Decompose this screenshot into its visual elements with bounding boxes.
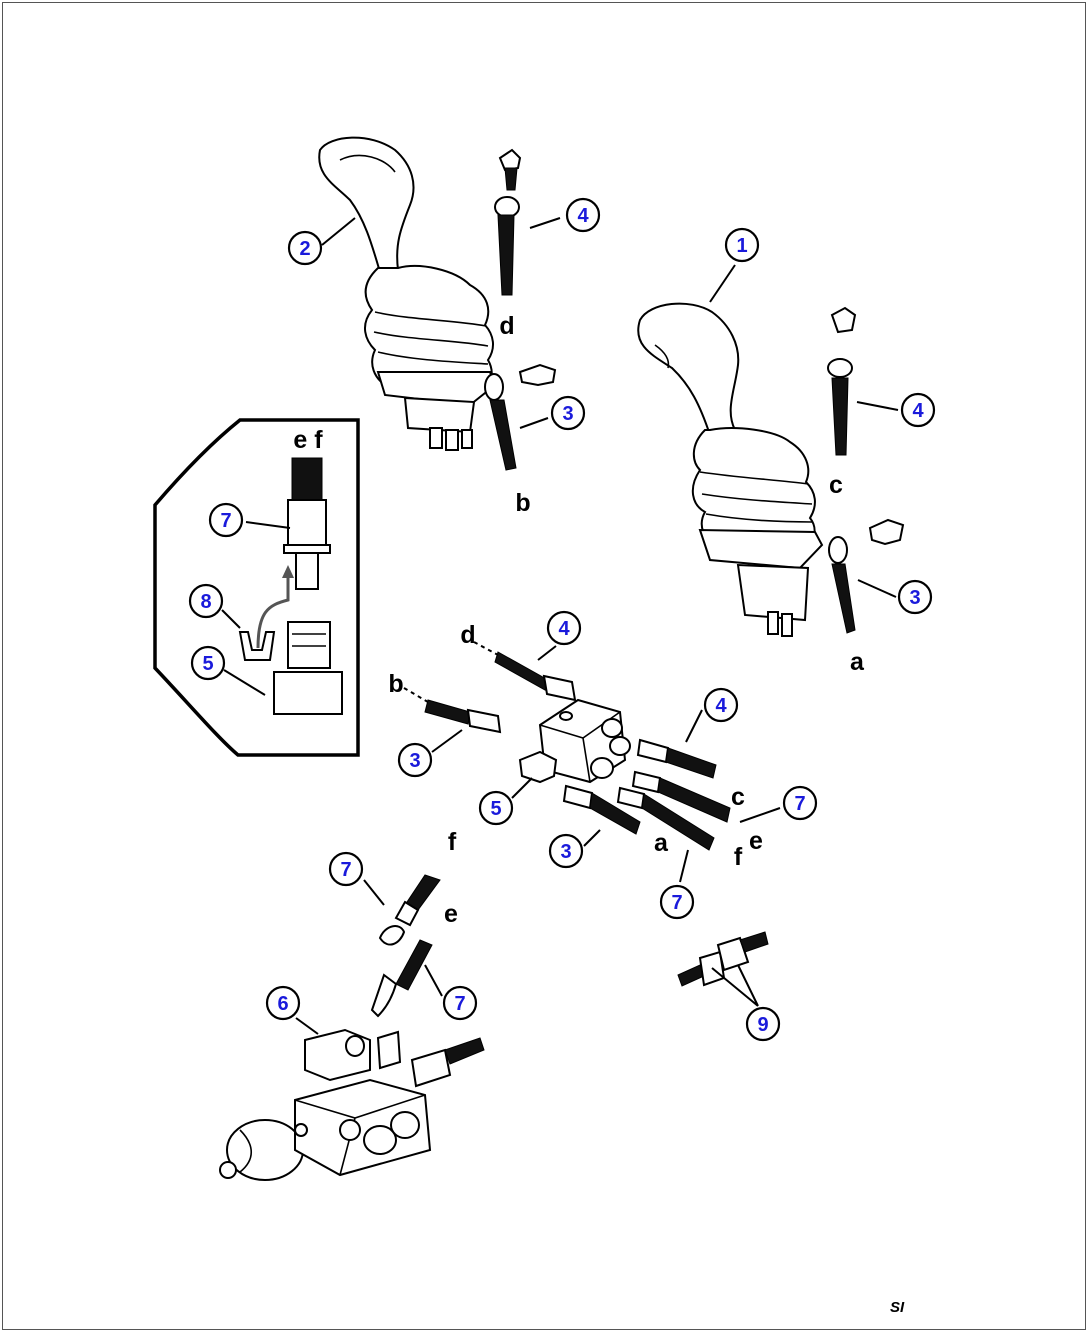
- left-hose-b: [484, 363, 557, 471]
- svg-text:8: 8: [200, 591, 211, 613]
- port-label: f: [448, 828, 457, 856]
- item-9-connectors: [677, 931, 769, 987]
- port-label: d: [460, 621, 475, 649]
- svg-text:7: 7: [340, 859, 351, 881]
- lower-hoses-e-f: [370, 874, 441, 1018]
- callout-3: 3: [897, 579, 933, 615]
- callout-6: 6: [265, 985, 301, 1021]
- svg-text:4: 4: [577, 205, 589, 227]
- svg-text:7: 7: [220, 510, 231, 532]
- callout-3: 3: [397, 742, 433, 778]
- port-label: c: [731, 783, 745, 811]
- callout-5: 5: [478, 790, 514, 826]
- port-label: e f: [293, 426, 323, 454]
- callout-7: 7: [328, 851, 364, 887]
- port-label: f: [734, 843, 743, 871]
- svg-text:3: 3: [562, 403, 573, 425]
- callout-5: 5: [190, 645, 226, 681]
- callout-7: 7: [208, 502, 244, 538]
- svg-text:7: 7: [794, 793, 805, 815]
- upper-banjo-bolt-set: [494, 148, 522, 296]
- lower-valve-assembly: [219, 1028, 485, 1181]
- svg-text:4: 4: [558, 618, 570, 640]
- callout-7: 7: [782, 785, 818, 821]
- callout-7: 7: [659, 884, 695, 920]
- svg-text:7: 7: [454, 993, 465, 1015]
- callout-2: 2: [287, 230, 323, 266]
- detail-inset: [153, 418, 360, 757]
- svg-text:4: 4: [715, 695, 727, 717]
- port-label: e: [749, 827, 763, 855]
- callout-3: 3: [550, 395, 586, 431]
- callout-4: 4: [565, 197, 601, 233]
- port-label: c: [829, 471, 843, 499]
- right-joystick: [637, 302, 824, 637]
- callout-8: 8: [188, 583, 224, 619]
- reference-mark: SI: [890, 1299, 905, 1316]
- port-label: a: [850, 648, 865, 676]
- port-label: b: [388, 670, 403, 698]
- callout-4: 4: [703, 687, 739, 723]
- callout-3: 3: [548, 833, 584, 869]
- center-valve-block: [518, 698, 631, 784]
- svg-text:6: 6: [277, 993, 288, 1015]
- svg-text:4: 4: [912, 400, 924, 422]
- right-upper-bolt-set: [827, 306, 857, 456]
- callout-7: 7: [442, 985, 478, 1021]
- callout-1: 1: [724, 227, 760, 263]
- right-hose-a: [828, 518, 905, 634]
- port-label: a: [654, 829, 669, 857]
- svg-text:9: 9: [757, 1014, 768, 1036]
- svg-text:5: 5: [490, 798, 501, 820]
- center-hoses: [403, 641, 731, 851]
- left-joystick: [318, 136, 497, 451]
- svg-text:7: 7: [671, 892, 682, 914]
- port-label: d: [499, 312, 514, 340]
- callout-9: 9: [745, 1006, 781, 1042]
- leader-lines: [221, 217, 899, 1035]
- svg-text:2: 2: [299, 238, 310, 260]
- svg-text:5: 5: [202, 653, 213, 675]
- svg-text:3: 3: [409, 750, 420, 772]
- svg-text:3: 3: [560, 841, 571, 863]
- port-label: b: [515, 489, 530, 517]
- svg-text:3: 3: [909, 587, 920, 609]
- svg-text:1: 1: [736, 235, 747, 257]
- callout-4: 4: [546, 610, 582, 646]
- callout-4: 4: [900, 392, 936, 428]
- port-label: e: [444, 900, 458, 928]
